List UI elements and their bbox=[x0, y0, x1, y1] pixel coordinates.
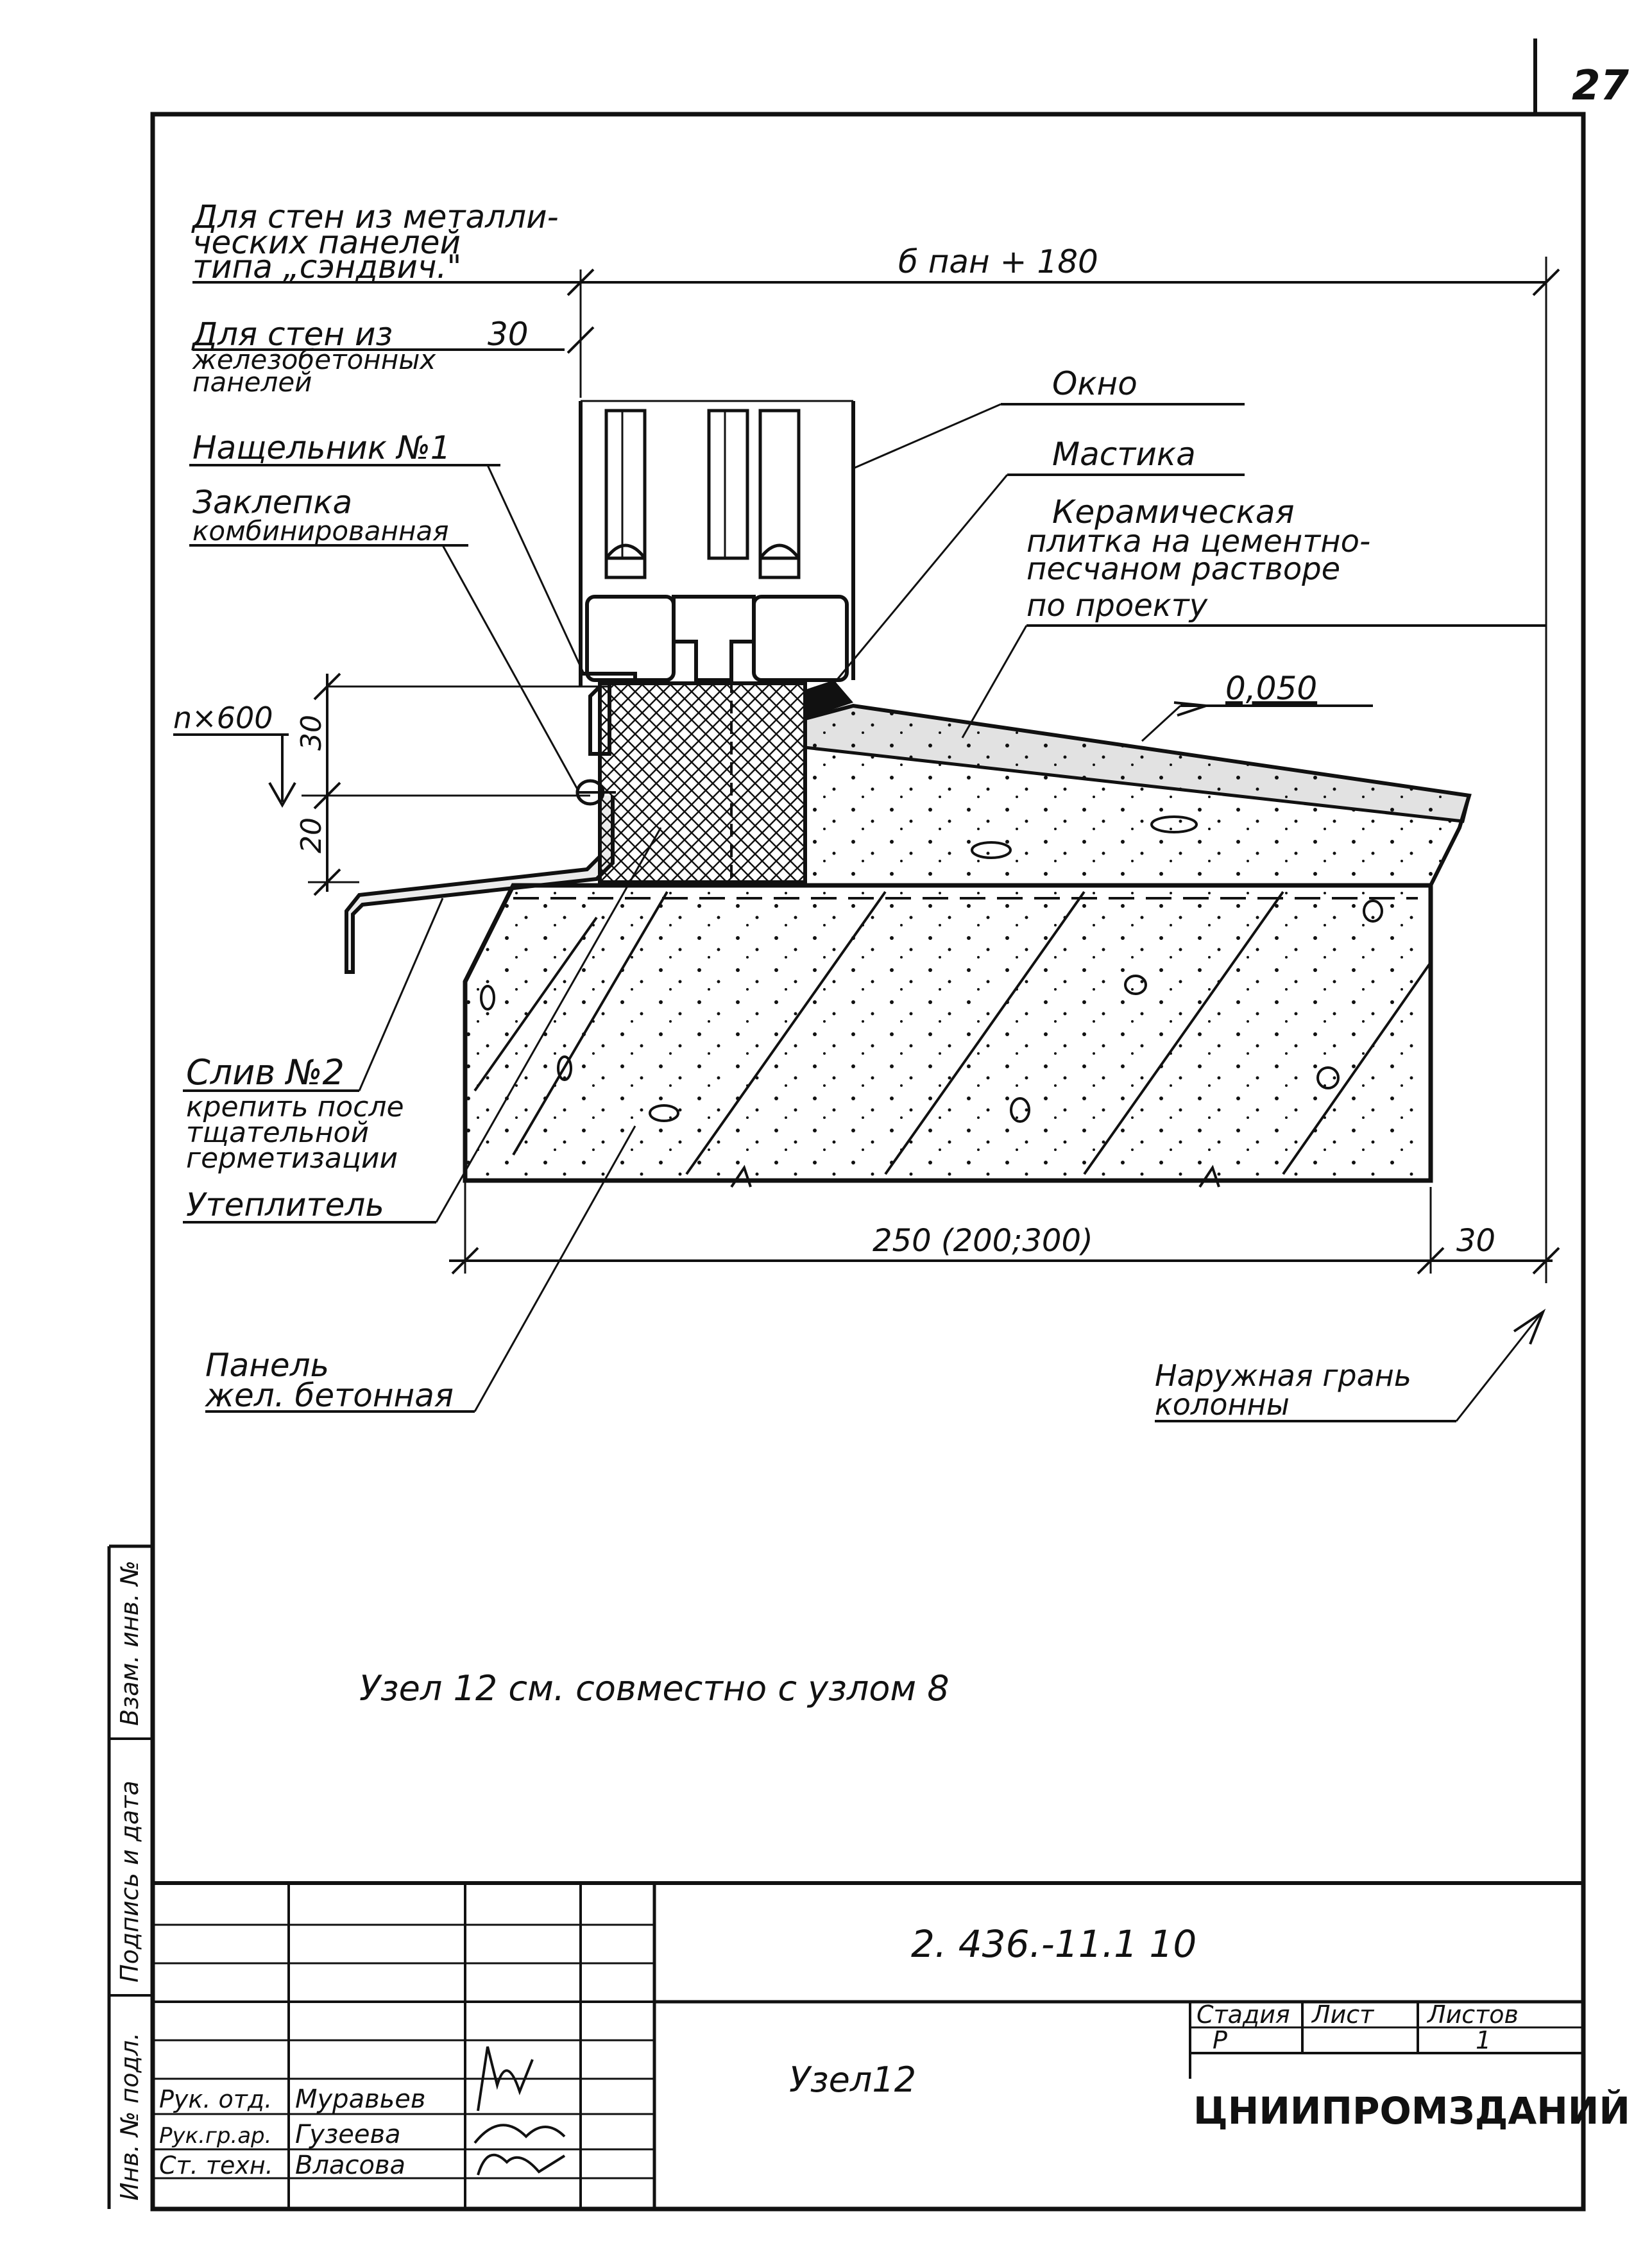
role-2: Рук.гр.ар. bbox=[159, 2123, 271, 2149]
label-insulation: Утеплитель bbox=[186, 1186, 384, 1224]
label-tile-1: Керамическая bbox=[1052, 493, 1295, 531]
window-frame bbox=[579, 400, 855, 682]
sheet-header: Лист bbox=[1311, 2000, 1375, 2029]
label-tile-2: плитка на цементно- bbox=[1026, 524, 1370, 559]
stamp-replaced-inv: Взам. инв. № bbox=[115, 1560, 144, 1726]
drain-flashing bbox=[345, 796, 615, 974]
dim-bottom-label: 250 (200;300) bbox=[873, 1223, 1093, 1259]
sheets-header: Листов bbox=[1426, 2000, 1519, 2029]
label-drain-note-1: крепить после bbox=[186, 1091, 404, 1123]
label-flashing: Нащельник №1 bbox=[192, 429, 451, 466]
label-column-2: колонны bbox=[1155, 1387, 1290, 1422]
ceramic-tile bbox=[803, 704, 1472, 823]
label-metal-walls-2: ческих панелей bbox=[192, 224, 461, 261]
label-tile-4: по проекту bbox=[1026, 588, 1208, 624]
dimension-lines bbox=[173, 257, 1560, 1283]
label-tile-3: песчаном растворе bbox=[1026, 551, 1340, 587]
mastic bbox=[805, 680, 853, 719]
label-rc-walls-3: панелей bbox=[192, 366, 312, 398]
name-2: Гузеева bbox=[295, 2120, 401, 2149]
role-3: Ст. техн. bbox=[159, 2151, 273, 2179]
dim-30-bottom-label: 30 bbox=[1456, 1223, 1495, 1259]
label-mastic: Мастика bbox=[1052, 436, 1196, 473]
name-1: Муравьев bbox=[295, 2085, 425, 2114]
label-window: Окно bbox=[1052, 365, 1137, 402]
stamp-original-inv: Инв. № подл. bbox=[115, 2033, 144, 2201]
organization: ЦНИИПРОМЗДАНИЙ bbox=[1193, 2088, 1630, 2133]
page-number: 27 bbox=[1572, 62, 1630, 110]
drawing-name: Узел12 bbox=[789, 2060, 916, 2100]
label-drain: Слив №2 bbox=[186, 1052, 345, 1093]
rc-panel bbox=[463, 883, 1433, 1188]
signature-2 bbox=[473, 2124, 566, 2144]
label-column-1: Наружная грань bbox=[1155, 1358, 1411, 1393]
label-metal-walls-3: типа „сэндвич." bbox=[192, 248, 461, 286]
stage-value: Р bbox=[1213, 2026, 1227, 2054]
dim-20-left-label: 20 bbox=[295, 817, 328, 853]
label-rc-walls-1: Для стен из bbox=[191, 316, 393, 353]
level-mark: 0,050 bbox=[1225, 670, 1317, 707]
stamp-signature-date: Подпись и дата bbox=[115, 1780, 144, 1983]
insulation-block bbox=[598, 681, 807, 884]
label-rivet-2: комбинированная bbox=[192, 515, 448, 547]
doc-code: 2. 436.-11.1 10 bbox=[911, 1922, 1196, 1966]
node-note: Узел 12 см. совместно с узлом 8 bbox=[359, 1668, 949, 1709]
dim-30-left-label: 30 bbox=[295, 715, 328, 751]
label-panel-2: жел. бетонная bbox=[205, 1377, 454, 1414]
flashing-profile bbox=[579, 672, 637, 756]
sheet-frame bbox=[150, 112, 1586, 2212]
title-block: 2. 436.-11.1 10 Узел12 Стадия Лист Листо… bbox=[153, 1881, 1630, 2209]
signature-1 bbox=[477, 2046, 534, 2111]
leader-lines bbox=[183, 281, 1546, 1422]
stage-header: Стадия bbox=[1196, 2000, 1290, 2029]
role-1: Рук. отд. bbox=[159, 2085, 272, 2113]
dim-30-top-label: 30 bbox=[488, 316, 529, 353]
side-stamp: Взам. инв. № Подпись и дата Инв. № подл. bbox=[107, 1544, 154, 2209]
signature-3 bbox=[477, 2153, 566, 2176]
dim-top-label: б пан + 180 bbox=[898, 243, 1098, 280]
label-rivet-1: Заклепка bbox=[192, 484, 352, 521]
labels: Для стен из металли- ческих панелей типа… bbox=[173, 198, 1495, 1709]
label-metal-walls-1: Для стен из металли- bbox=[191, 198, 559, 235]
label-drain-note-2: тщательной bbox=[186, 1116, 369, 1149]
label-rc-walls-2: железобетонных bbox=[192, 344, 436, 375]
label-panel-1: Панель bbox=[205, 1347, 329, 1384]
pitch-label: n×600 bbox=[173, 701, 273, 735]
sheets-value: 1 bbox=[1476, 2026, 1491, 2054]
label-drain-note-3: герметизации bbox=[186, 1142, 398, 1175]
name-3: Власова bbox=[295, 2151, 405, 2180]
